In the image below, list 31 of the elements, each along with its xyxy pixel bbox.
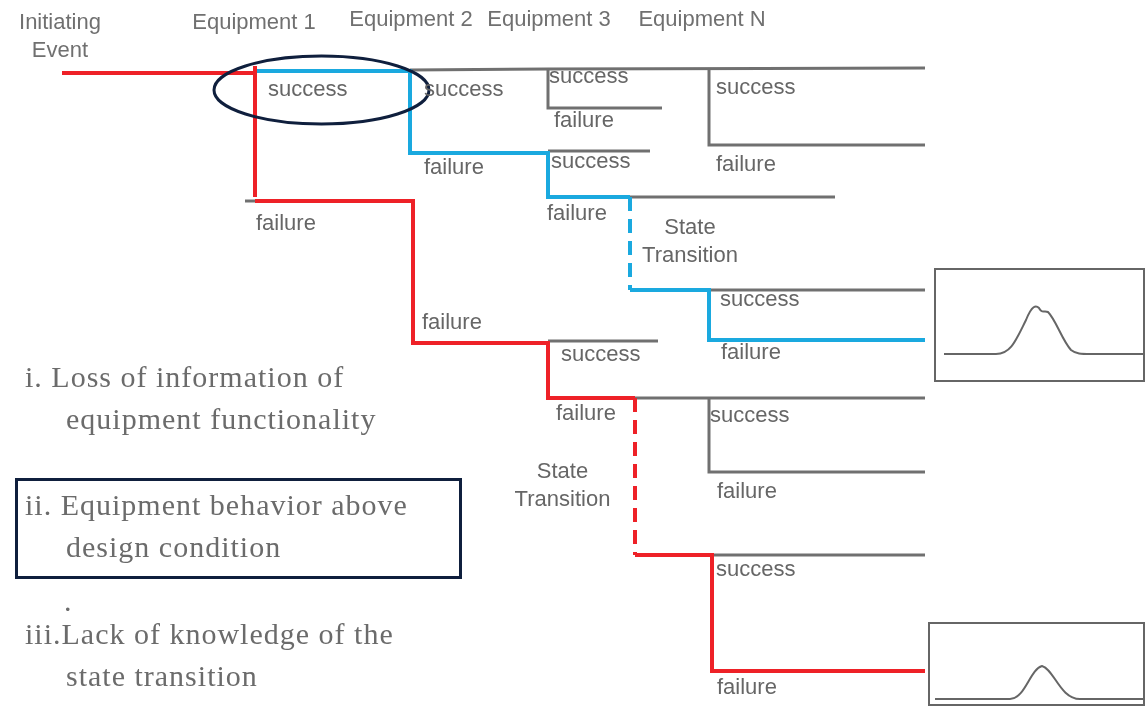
column-heading: Equipment 3 <box>486 5 612 33</box>
branch-label: failure <box>424 154 484 180</box>
column-heading: Equipment 1 <box>191 8 317 36</box>
highlight-box: ii. Equipment behavior above design condition <box>15 478 462 579</box>
branch-label: failure <box>717 674 777 700</box>
branch-label: failure <box>721 339 781 365</box>
column-heading: Initiating Event <box>18 8 102 64</box>
column-heading: Equipment N <box>637 5 767 33</box>
branch-label: failure <box>422 309 482 335</box>
branch-label: success <box>716 556 796 582</box>
branch-label: success <box>710 402 790 428</box>
branch-label: failure <box>716 151 776 177</box>
branch-label: success <box>551 148 631 174</box>
distribution-plot <box>928 622 1145 706</box>
branch-label: success <box>716 74 796 100</box>
state-transition-label: State Transition <box>641 213 739 269</box>
column-heading: Equipment 2 <box>348 5 474 33</box>
branch-label: failure <box>556 400 616 426</box>
branch-label: success <box>549 63 629 89</box>
state-transition-label: State Transition <box>513 457 612 513</box>
list-item: iii.Lack of knowledge of the state transition <box>25 616 395 694</box>
branch-label: failure <box>554 107 614 133</box>
branch-label: failure <box>547 200 607 226</box>
branch-label: success <box>268 76 348 102</box>
branch-label: failure <box>717 478 777 504</box>
list-item: . <box>64 583 74 619</box>
branch-label: success <box>561 341 641 367</box>
list-item: i. Loss of information of equipment functionality <box>25 359 378 437</box>
branch-label: success <box>720 286 800 312</box>
distribution-plot <box>934 268 1145 382</box>
branch-label: failure <box>256 210 316 236</box>
